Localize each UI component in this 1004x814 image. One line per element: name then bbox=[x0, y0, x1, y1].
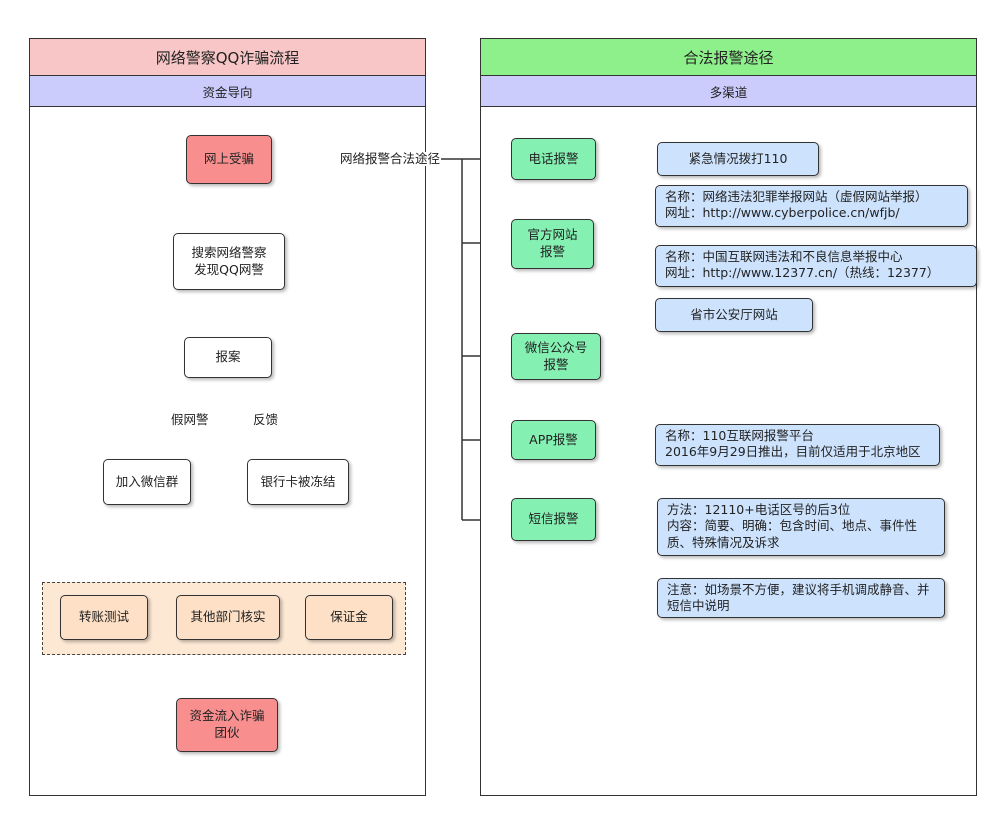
label-fake-police: 假网警 bbox=[170, 412, 210, 427]
channel-app-report[interactable]: APP报警 bbox=[511, 420, 596, 460]
detail-emergency-110[interactable]: 紧急情况拨打110 bbox=[657, 142, 819, 176]
node-funds-to-scam-gang[interactable]: 资金流入诈骗 团伙 bbox=[176, 698, 278, 752]
channel-official-website[interactable]: 官方网站 报警 bbox=[511, 219, 594, 269]
node-search-cyber-police[interactable]: 搜索网络警察 发现QQ网警 bbox=[173, 233, 285, 290]
channel-phone-report[interactable]: 电话报警 bbox=[511, 138, 596, 180]
label-legal-online-report: 网络报警合法途径 bbox=[339, 151, 442, 166]
right-panel-title: 合法报警途径 bbox=[480, 38, 977, 76]
node-other-dept-verify[interactable]: 其他部门核实 bbox=[176, 595, 280, 640]
left-panel-title: 网络警察QQ诈骗流程 bbox=[29, 38, 426, 76]
channel-wechat-account[interactable]: 微信公众号 报警 bbox=[511, 333, 601, 380]
detail-sms-method[interactable]: 方法：12110+电话区号的后3位 内容：简要、明确：包含时间、地点、事件性质、… bbox=[657, 498, 945, 556]
left-panel-subtitle: 资金导向 bbox=[29, 75, 426, 107]
detail-provincial-police-site[interactable]: 省市公安厅网站 bbox=[655, 298, 813, 332]
node-join-wechat-group[interactable]: 加入微信群 bbox=[103, 459, 191, 505]
detail-cyberpolice-site[interactable]: 名称：网络违法犯罪举报网站（虚假网站举报） 网址：http://www.cybe… bbox=[655, 185, 968, 227]
node-report-case[interactable]: 报案 bbox=[184, 337, 272, 378]
node-bank-card-frozen[interactable]: 银行卡被冻结 bbox=[247, 459, 349, 505]
detail-12377-center[interactable]: 名称：中国互联网违法和不良信息举报中心 网址：http://www.12377.… bbox=[655, 245, 977, 287]
node-deposit[interactable]: 保证金 bbox=[305, 595, 393, 640]
node-transfer-test[interactable]: 转账测试 bbox=[60, 595, 148, 640]
channel-sms-report[interactable]: 短信报警 bbox=[511, 498, 596, 541]
right-panel-subtitle: 多渠道 bbox=[480, 75, 977, 107]
detail-110-internet-platform[interactable]: 名称：110互联网报警平台 2016年9月29日推出，目前仅适用于北京地区 bbox=[655, 424, 940, 466]
node-cheated-online[interactable]: 网上受骗 bbox=[186, 135, 272, 184]
detail-sms-note[interactable]: 注意：如场景不方便，建议将手机调成静音、并短信中说明 bbox=[657, 578, 945, 618]
label-feedback: 反馈 bbox=[252, 412, 280, 427]
